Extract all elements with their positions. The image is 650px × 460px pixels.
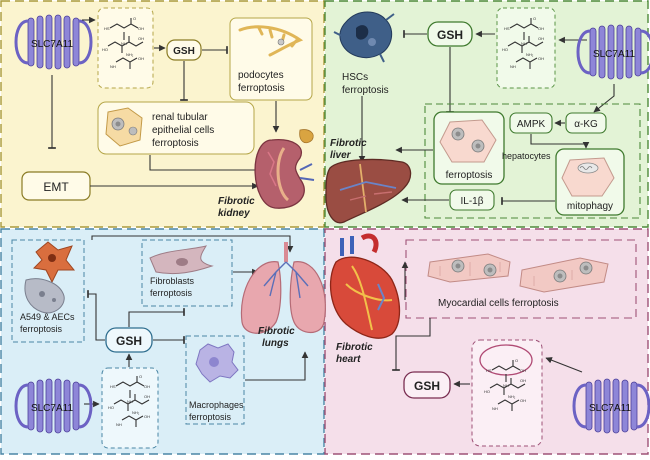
kidney-slc7a11: SLC7A11 <box>14 13 93 71</box>
a549-aec-cell-icon <box>24 241 76 314</box>
podocyte-cell-icon <box>238 25 304 57</box>
macrophage-box <box>185 335 245 425</box>
hscs-label-line2: ferroptosis <box>342 85 389 96</box>
liver-slc7a11-label: SLC7A11 <box>593 49 636 60</box>
macrophages-label-line2: ferroptosis <box>189 412 232 422</box>
lungs-gsh-label: GSH <box>116 334 142 348</box>
liver-slc7a11: SLC7A11 <box>576 23 650 81</box>
fibroblasts-label-line2: ferroptosis <box>150 288 193 298</box>
lungs-organ-label-line2: lungs <box>262 338 289 349</box>
myocardial-box <box>405 239 637 319</box>
lungs-organ-icon <box>240 242 326 334</box>
liver-slc-akg-arrow <box>593 84 615 113</box>
podocytes-label-line1: podocytes <box>238 70 284 81</box>
heart-gsh-label: GSH <box>414 379 440 393</box>
a549-to-lung-arrow <box>91 235 294 253</box>
hepatocytes-label: hepatocytes <box>502 151 551 161</box>
lungs-gsh-a549-inhibit <box>87 290 105 341</box>
kidney-organ-label-line1: Fibrotic <box>218 196 255 207</box>
mitophagy-label: mitophagy <box>567 201 613 212</box>
liver-gsh-label: GSH <box>437 28 463 42</box>
a549-label-line2: ferroptosis <box>20 324 63 334</box>
fibroblasts-label-line1: Fibroblasts <box>150 276 195 286</box>
lungs-slc7a11-label: SLC7A11 <box>31 403 74 414</box>
fibroblast-box <box>141 239 233 307</box>
liver-organ-label-line1: Fibrotic <box>330 138 367 149</box>
podocytes-label-line2: ferroptosis <box>238 83 285 94</box>
macrophages-label-line1: Macrophages <box>189 400 244 410</box>
myocardial-cells-icon <box>427 253 609 293</box>
tubular-label-line2: epithelial cells <box>152 125 214 136</box>
lungs-gsh-fibroblast-inhibit <box>128 308 185 327</box>
hepatocyte-region <box>424 103 641 219</box>
kidney-podocyte-box <box>229 17 313 101</box>
akg-box <box>565 112 607 134</box>
il1b-label: IL-1β <box>461 196 484 207</box>
liver-gsh-box <box>427 21 473 47</box>
lungs-organ-label-line1: Fibrotic <box>258 326 295 337</box>
il1b-box <box>449 189 495 211</box>
lungs-gsh-box <box>105 327 153 353</box>
heart-gsh-box <box>403 371 451 399</box>
a549-box <box>11 239 85 343</box>
fibroblast-cell-icon <box>149 245 214 275</box>
heart-slc7a11: SLC7A11 <box>572 377 650 435</box>
lungs-slc7a11: SLC7A11 <box>14 377 93 435</box>
emt-label: EMT <box>43 180 69 194</box>
a549-label-line1: A549 & AECs <box>20 312 75 322</box>
ampk-box <box>509 112 553 134</box>
ampk-label: AMPK <box>517 119 546 130</box>
kidney-organ-icon <box>254 129 315 209</box>
heart-organ-icon <box>329 233 401 339</box>
kidney-gsh-box <box>166 39 202 61</box>
macrophage-to-lung-arrow <box>245 351 309 381</box>
hepatocyte-ferroptosis-label: ferroptosis <box>446 170 493 181</box>
kidney-organ-label-line2: kidney <box>218 208 250 219</box>
kidney-gsh-label: GSH <box>173 46 195 57</box>
myocardial-label: Myocardial cells ferroptosis <box>438 298 559 309</box>
liver-organ-icon <box>325 158 412 224</box>
tubular-label-line3: ferroptosis <box>152 138 199 149</box>
hepatocyte-ferroptosis-cell-icon <box>439 119 497 163</box>
tubular-label-line1: renal tubular <box>152 112 208 123</box>
kidney-slc7a11-label: SLC7A11 <box>31 39 74 50</box>
akg-label: α-KG <box>574 119 598 130</box>
heart-organ-label-line1: Fibrotic <box>336 342 373 353</box>
ampk-to-mitophagy-arrow <box>530 134 590 149</box>
heart-molecule-box <box>471 339 543 447</box>
kidney-tubular-to-organ-arrow <box>149 155 263 174</box>
tubular-cell-icon <box>105 107 143 147</box>
hsc-cell-icon <box>333 11 395 63</box>
hscs-label-line1: HSCs <box>342 72 368 83</box>
macrophage-cell-icon <box>195 343 239 383</box>
heart-slc7a11-label: SLC7A11 <box>589 403 632 414</box>
heart-gsh-myocardial-inhibit <box>392 318 431 371</box>
heart-organ-label-line2: heart <box>336 354 361 365</box>
heart-slc-chem-arrow <box>545 357 583 373</box>
liver-organ-label-line2: liver <box>330 150 352 161</box>
mitophagy-cell-icon <box>561 157 615 197</box>
